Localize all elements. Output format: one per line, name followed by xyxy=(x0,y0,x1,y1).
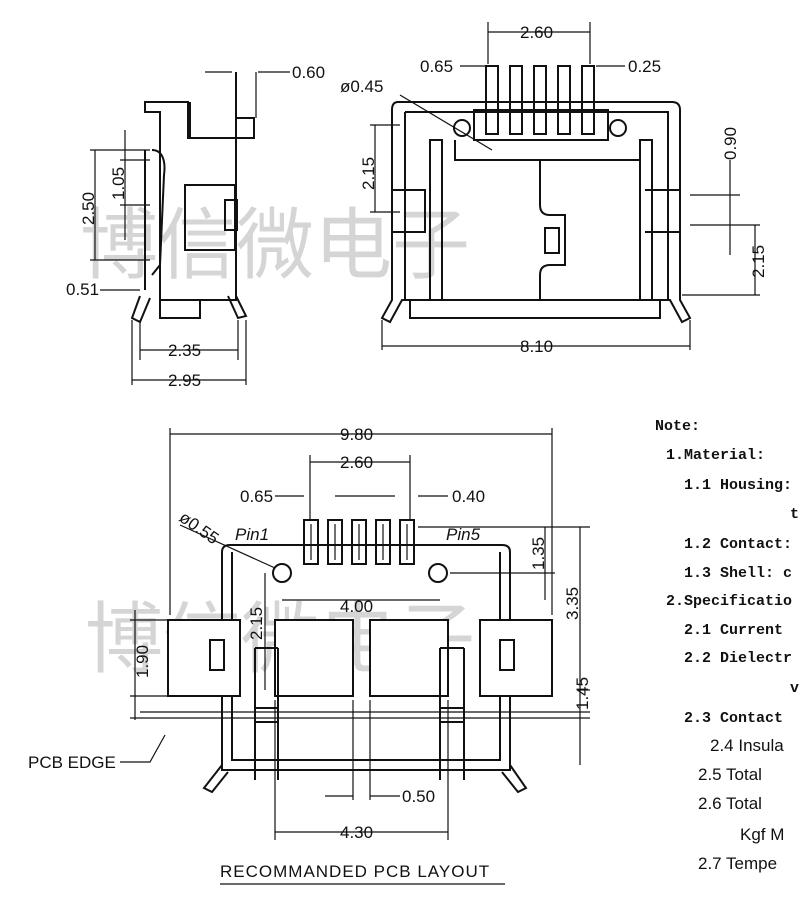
dim-pcb-1-35: 1.35 xyxy=(529,537,548,570)
note-line-10: 2.3 Contact xyxy=(684,710,783,727)
note-line-8: 2.2 Dielectr xyxy=(684,650,792,667)
note-line-4: 1.2 Contact: xyxy=(684,536,792,553)
dim-pcb-2-60: 2.60 xyxy=(340,453,373,472)
pcb-layout-title: RECOMMANDED PCB LAYOUT xyxy=(220,862,490,881)
side-view: 0.60 2.50 1.05 0.51 2.35 2.95 xyxy=(66,63,325,390)
pin5-label: Pin5 xyxy=(446,525,481,544)
dim-front-hole-045: ø0.45 xyxy=(340,77,383,96)
note-line-13: 2.6 Total xyxy=(698,794,762,813)
pcb-layout-view: 9.80 2.60 0.65 0.40 ø0.55 1.35 3.35 4.00… xyxy=(28,425,592,885)
note-line-14: Kgf M xyxy=(740,825,784,844)
dim-pcb-1-45: 1.45 xyxy=(573,677,592,710)
notes-heading: Note: xyxy=(655,418,700,435)
note-line-1: 1.Material: xyxy=(666,447,765,464)
front-view: 2.60 0.65 0.25 ø0.45 2.15 0.90 2.15 8.10 xyxy=(340,22,768,356)
dim-side-0-51: 0.51 xyxy=(66,280,99,299)
dim-pcb-2-15: 2.15 xyxy=(247,607,266,640)
note-line-5: 1.3 Shell: c xyxy=(684,565,792,582)
dim-pcb-3-35: 3.35 xyxy=(563,587,582,620)
dim-pcb-4-00: 4.00 xyxy=(340,597,373,616)
dim-pcb-1-90: 1.90 xyxy=(133,645,152,678)
dim-front-2-15-right: 2.15 xyxy=(749,245,768,278)
note-line-12: 2.5 Total xyxy=(698,765,762,784)
dim-pcb-0-40: 0.40 xyxy=(452,487,485,506)
dim-side-1-05: 1.05 xyxy=(109,167,128,200)
note-line-6: 2.Specificatio xyxy=(666,593,792,610)
dim-side-2-50: 2.50 xyxy=(79,192,98,225)
dim-pcb-9-80: 9.80 xyxy=(340,425,373,444)
dim-pcb-0-65: 0.65 xyxy=(240,487,273,506)
note-line-11: 2.4 Insula xyxy=(710,736,784,755)
dim-side-2-35: 2.35 xyxy=(168,341,201,360)
dim-front-0-65: 0.65 xyxy=(420,57,453,76)
dim-front-8-10: 8.10 xyxy=(520,337,553,356)
watermark-top: 博信微电子 xyxy=(80,201,470,291)
note-line-9: v xyxy=(790,680,799,697)
note-line-15: 2.7 Tempe xyxy=(698,854,777,873)
dim-pcb-0-50: 0.50 xyxy=(402,787,435,806)
dim-front-2-15-left: 2.15 xyxy=(359,157,378,190)
note-line-2: 1.1 Housing: xyxy=(684,477,792,494)
note-line-7: 2.1 Current xyxy=(684,622,783,639)
pin1-label: Pin1 xyxy=(235,525,269,544)
notes-panel: Note: 1.Material: 1.1 Housing: t 1.2 Con… xyxy=(655,418,799,873)
pcb-edge-label: PCB EDGE xyxy=(28,753,116,772)
dim-front-0-90: 0.90 xyxy=(721,127,740,160)
dim-pcb-hole-055: ø0.55 xyxy=(176,508,223,549)
note-line-3: t xyxy=(790,506,799,523)
dim-front-0-25: 0.25 xyxy=(628,57,661,76)
dim-side-2-95: 2.95 xyxy=(168,371,201,390)
dim-front-2-60: 2.60 xyxy=(520,23,553,42)
dim-side-0-60: 0.60 xyxy=(292,63,325,82)
dim-pcb-4-30: 4.30 xyxy=(340,823,373,842)
